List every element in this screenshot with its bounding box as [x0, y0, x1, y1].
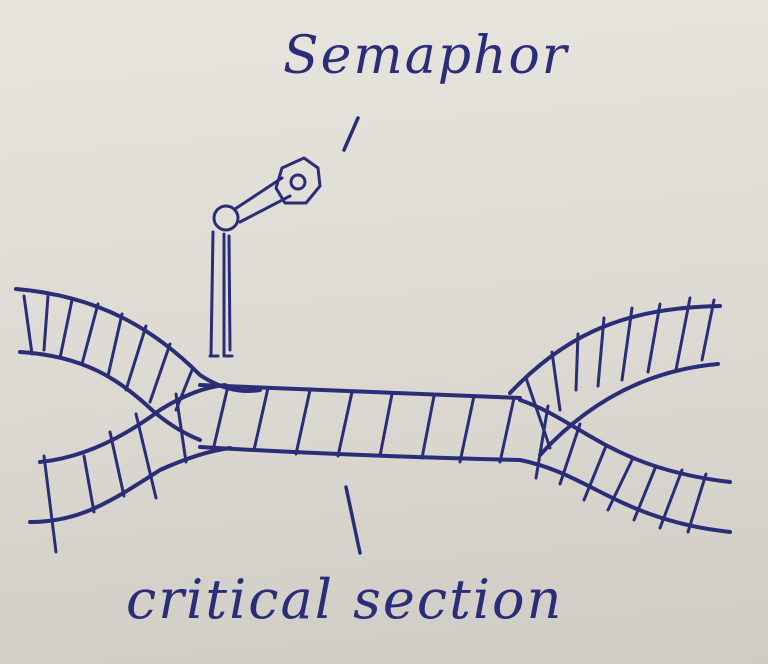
- lower-left-track: [28, 383, 232, 554]
- critical-section-track: [198, 383, 522, 464]
- semaphor-pointer-line: [342, 116, 360, 152]
- critical-section-pointer-line: [344, 485, 362, 555]
- lower-right-track: [518, 398, 732, 534]
- semaphore-signal-icon: [208, 156, 322, 358]
- upper-right-track: [508, 296, 722, 457]
- critical-section-label: critical section: [126, 568, 564, 631]
- semaphor-label: Semaphor: [283, 26, 569, 86]
